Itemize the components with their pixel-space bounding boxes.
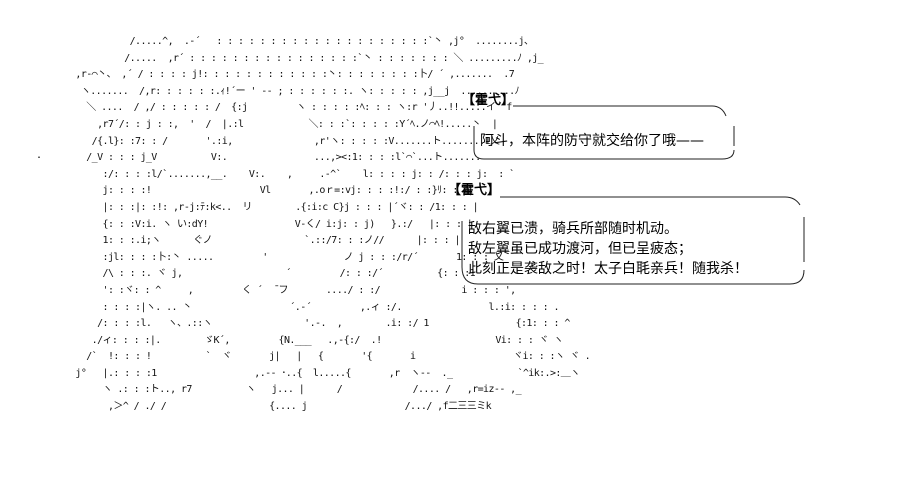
speech-bubble-2-speaker: 【霍弋】 [448,183,501,198]
speech-bubble-1-speaker: 【霍弋】 [462,93,515,108]
stray-mark: . [36,150,43,161]
speech-bubble-1-outline [473,105,735,160]
speech-bubble-2-line-2: 敌左翼虽已成功渡河，但已呈疲态； [468,241,692,257]
ascii-art-figure: /.....^, .-´ : : : : : : : : : : : : : :… [75,36,591,413]
speech-bubble-2-line-3: 此刻正是袭敌之时！太子白毦亲兵！随我杀！ [468,261,748,277]
speech-bubble-2-outline [461,196,805,285]
speech-bubble-2-line-1: 敌右翼已溃，骑兵所部随时机动。 [468,221,678,237]
speech-bubble-1-line-1: 阿斗，本阵的防守就交给你了哦—— [480,133,704,149]
